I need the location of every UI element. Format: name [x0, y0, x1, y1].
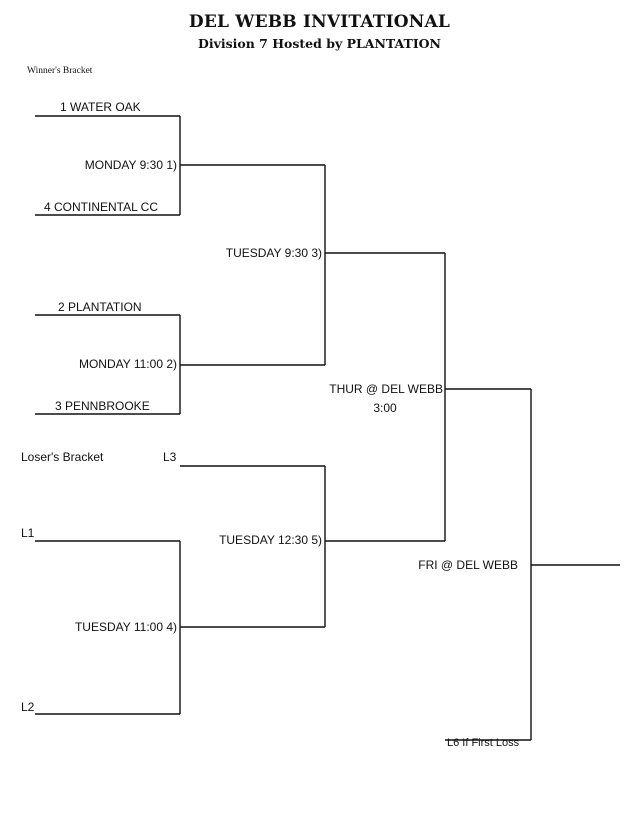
- friday-game-label: FRI @ DEL WEBB: [418, 558, 518, 572]
- game-3-label: TUESDAY 9:30 3): [225, 246, 322, 260]
- game-4-label: TUESDAY 11:00 4): [74, 620, 177, 634]
- page-title: DEL WEBB INVITATIONAL: [188, 12, 451, 32]
- game-5-label: TUESDAY 12:30 5): [219, 533, 322, 547]
- team-water-oak: 1 WATER OAK: [60, 100, 141, 114]
- team-pennbrooke: 3 PENNBROOKE: [55, 399, 150, 413]
- thursday-game-label: THUR @ DEL WEBB: [329, 382, 443, 396]
- winners-bracket-label: Winner's Bracket: [27, 66, 93, 76]
- team-continental-cc: 4 CONTINENTAL CC: [44, 200, 159, 214]
- thursday-game-time: 3:00: [373, 401, 397, 415]
- team-plantation: 2 PLANTATION: [58, 300, 142, 314]
- slot-l3: L3: [163, 450, 177, 464]
- slot-l2: L2: [21, 700, 35, 714]
- if-first-loss-label: L6 If First Loss: [447, 737, 520, 749]
- page-subtitle: Division 7 Hosted by PLANTATION: [198, 36, 441, 51]
- game-2-label: MONDAY 11:00 2): [78, 357, 177, 371]
- slot-l1: L1: [21, 526, 35, 540]
- losers-bracket-label: Loser's Bracket: [21, 450, 104, 464]
- game-1-label: MONDAY 9:30 1): [84, 158, 177, 172]
